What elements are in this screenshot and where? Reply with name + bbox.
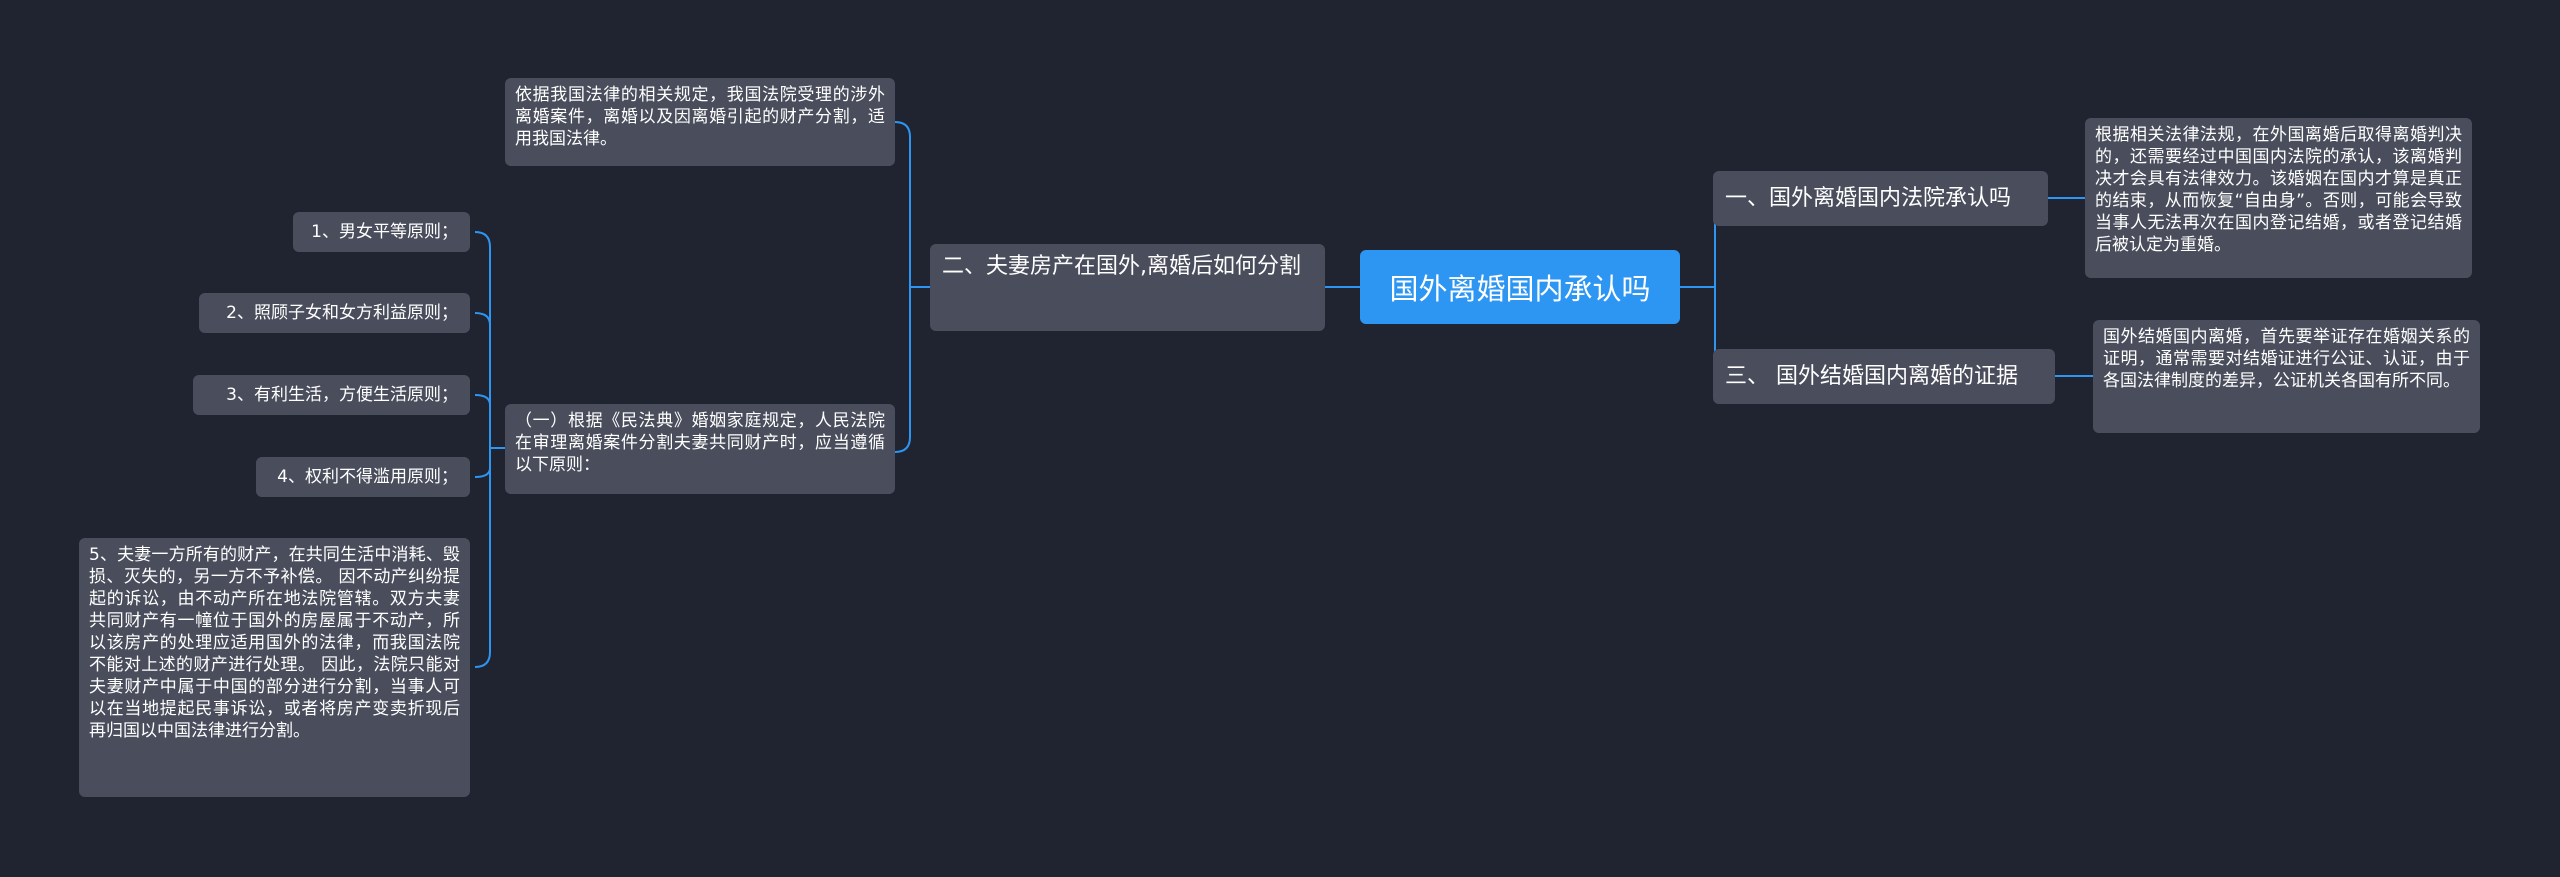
leaf-civil-code-principles[interactable]: （一）根据《民法典》婚姻家庭规定，人民法院在审理离婚案件分割夫妻共同财产时，应当… [505, 404, 895, 494]
leaf-text: （一）根据《民法典》婚姻家庭规定，人民法院在审理离婚案件分割夫妻共同财产时，应当… [515, 411, 885, 475]
leaf-text: 1、男女平等原则； [311, 222, 458, 242]
link-branch3-to-children [894, 121, 930, 453]
root-topic[interactable]: 国外离婚国内承认吗 [1360, 250, 1680, 324]
branch-label: 二、夫妻房产在国外,离婚后如何分割 [942, 254, 1301, 279]
root-label: 国外离婚国内承认吗 [1389, 272, 1651, 306]
principle-property-detail[interactable]: 5、夫妻一方所有的财产，在共同生活中消耗、毁损、灭失的，另一方不予补偿。 因不动… [79, 538, 470, 797]
leaf-text: 2、照顾子女和女方利益原则； [226, 303, 458, 323]
leaf-text: 根据相关法律法规，在外国离婚后取得离婚判决的，还需要经过中国国内法院的承认，该离… [2095, 125, 2462, 255]
leaf-applicable-law[interactable]: 依据我国法律的相关规定，我国法院受理的涉外离婚案件，离婚以及因离婚引起的财产分割… [505, 78, 895, 166]
branch-label: 三、 国外结婚国内离婚的证据 [1725, 363, 2018, 389]
branch-label: 一、国外离婚国内法院承认吗 [1725, 185, 2012, 211]
leaf-text: 依据我国法律的相关规定，我国法院受理的涉外离婚案件，离婚以及因离婚引起的财产分割… [515, 85, 885, 149]
leaf-text: 国外结婚国内离婚，首先要举证存在婚姻关系的证明，通常需要对结婚证进行公证、认证，… [2103, 327, 2470, 391]
principle-children-women[interactable]: 2、照顾子女和女方利益原则； [199, 293, 470, 333]
branch-overseas-property-division[interactable]: 二、夫妻房产在国外,离婚后如何分割 [930, 244, 1325, 331]
branch-divorce-evidence[interactable]: 三、 国外结婚国内离婚的证据 [1713, 349, 2055, 404]
leaf-text: 4、权利不得滥用原则； [277, 467, 458, 487]
principle-equality[interactable]: 1、男女平等原则； [293, 212, 470, 252]
leaf-recognition-detail[interactable]: 根据相关法律法规，在外国离婚后取得离婚判决的，还需要经过中国国内法院的承认，该离… [2085, 118, 2472, 278]
leaf-evidence-detail[interactable]: 国外结婚国内离婚，首先要举证存在婚姻关系的证明，通常需要对结婚证进行公证、认证，… [2093, 320, 2480, 433]
leaf-text: 5、夫妻一方所有的财产，在共同生活中消耗、毁损、灭失的，另一方不予补偿。 因不动… [89, 545, 460, 741]
principle-no-abuse[interactable]: 4、权利不得滥用原则； [256, 457, 470, 497]
leaf-text: 3、有利生活，方便生活原则； [226, 385, 458, 405]
link-sub-to-principles [474, 231, 505, 668]
principle-convenience[interactable]: 3、有利生活，方便生活原则； [193, 375, 470, 415]
branch-foreign-divorce-recognition[interactable]: 一、国外离婚国内法院承认吗 [1713, 171, 2048, 226]
